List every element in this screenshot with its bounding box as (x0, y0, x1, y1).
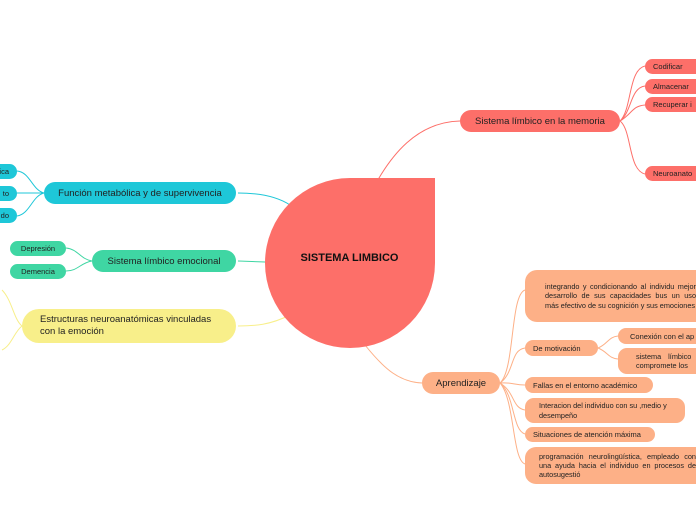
emotional-node[interactable]: Sistema límbico emocional (92, 250, 236, 272)
learning-integrating[interactable]: integrando y condicionando al individu m… (525, 270, 696, 322)
memory-node[interactable]: Sistema límbico en la memoria (460, 110, 620, 132)
motivation-child-connection[interactable]: Conexión con el ap (618, 328, 696, 344)
memory-child-recuperar[interactable]: Recuperar i (645, 97, 696, 112)
connector-emotional (237, 260, 269, 263)
connector-learning (364, 344, 423, 384)
root-shape (265, 178, 435, 348)
memory-child-codificar[interactable]: Codificar (645, 59, 696, 74)
connector-structures (237, 314, 291, 327)
emotional-child-demencia[interactable]: Demencia (10, 264, 66, 279)
learning-motivation[interactable]: De motivación (525, 340, 598, 356)
root-title[interactable]: SISTEMA LIMBICO (300, 252, 399, 264)
metabolic-child-1[interactable]: ica (0, 164, 17, 179)
motivation-child-limbic[interactable]: sistema límbico s compromete los (618, 348, 696, 374)
learning-failures[interactable]: Fallas en el entorno académico (525, 377, 653, 393)
learning-node[interactable]: Aprendizaje (422, 372, 500, 394)
learning-attention[interactable]: Situaciones de atención máxima (525, 427, 655, 442)
metabolic-child-3[interactable]: do (0, 208, 17, 223)
structures-node[interactable]: Estructuras neuroanatómicas vinculadas c… (22, 309, 236, 343)
memory-child-almacenar[interactable]: Almacenar (645, 79, 696, 94)
connector-metabolic (237, 192, 291, 206)
metabolic-node[interactable]: Función metabólica y de supervivencia (44, 182, 236, 204)
learning-nlp[interactable]: programación neurolingüística, empleado … (525, 447, 696, 484)
metabolic-child-2[interactable]: to (0, 186, 17, 201)
emotional-child-depresion[interactable]: Depresión (10, 241, 66, 256)
memory-child-neuroanato[interactable]: Neuroanato (645, 166, 696, 181)
learning-interaction[interactable]: Interacion del individuo con su ,medio y… (525, 398, 685, 423)
